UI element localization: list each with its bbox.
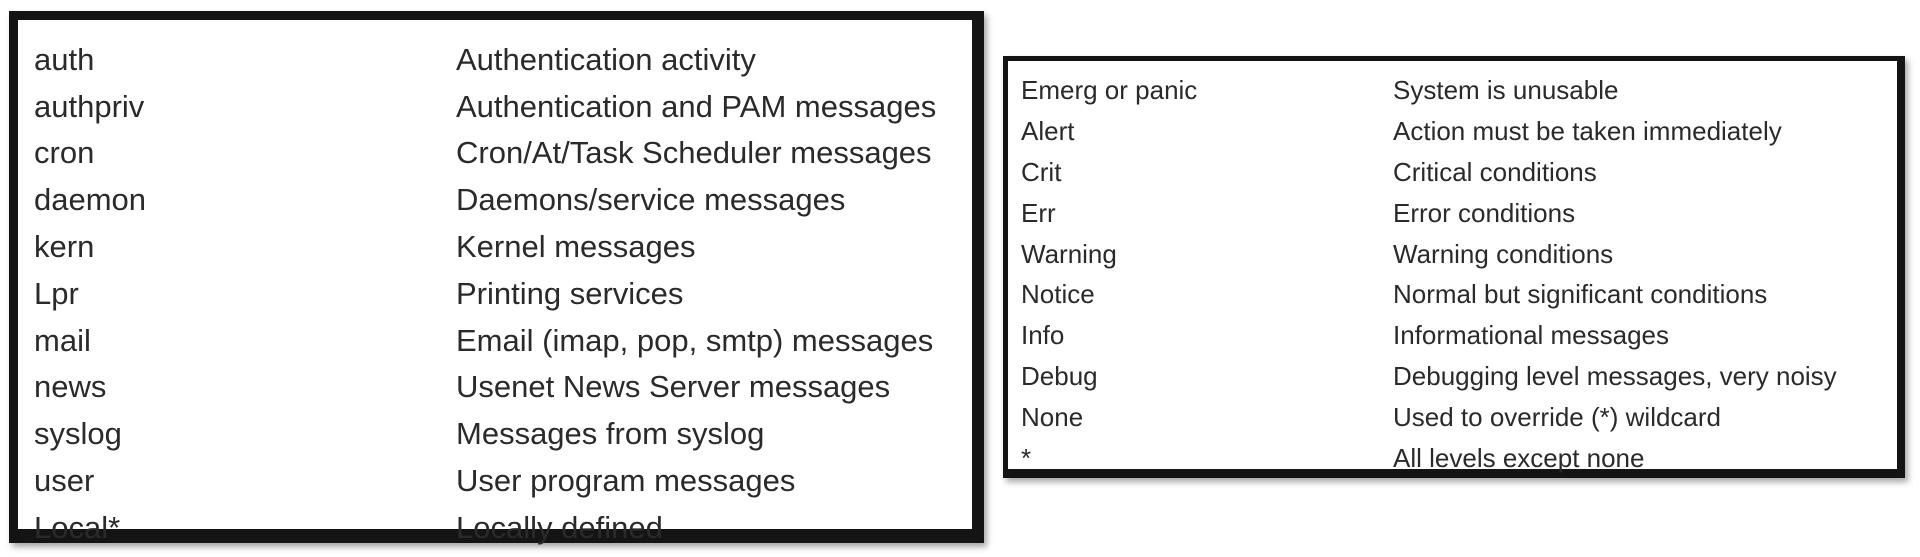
priority-name: *	[1021, 442, 1032, 473]
priority-name: Notice	[1021, 279, 1095, 310]
priority-name: Alert	[1021, 116, 1075, 147]
priorities-table: Emerg or panic System is unusable Alert Ac…	[1003, 56, 1905, 478]
facility-row: Local* Locally defined	[34, 504, 960, 551]
priority-description: Normal but significant conditions	[1393, 279, 1768, 310]
priority-description: Informational messages	[1393, 320, 1670, 351]
priority-row: Err Error conditions	[1021, 192, 1887, 233]
priority-description: Error conditions	[1393, 197, 1576, 228]
facility-row: mail Email (imap, pop, smtp) messages	[34, 317, 960, 364]
priority-name: Crit	[1021, 156, 1062, 187]
facility-description: Kernel messages	[456, 229, 696, 265]
facility-name: syslog	[34, 416, 122, 452]
priority-row: Notice Normal but significant conditions	[1021, 274, 1887, 315]
facility-row: user User program messages	[34, 457, 960, 504]
facility-description: User program messages	[456, 463, 796, 499]
priority-row: Alert Action must be taken immediately	[1021, 111, 1887, 152]
facility-name: daemon	[34, 182, 147, 218]
priority-row: Emerg or panic System is unusable	[1021, 70, 1887, 111]
priority-description: Action must be taken immediately	[1393, 116, 1782, 147]
facility-description: Email (imap, pop, smtp) messages	[456, 322, 934, 358]
facilities-rows: auth Authentication activity authpriv Auth…	[34, 36, 960, 551]
facility-description: Printing services	[456, 275, 684, 311]
facility-description: Locally defined	[456, 509, 663, 545]
facility-description: Cron/At/Task Scheduler messages	[456, 135, 932, 171]
facility-row: syslog Messages from syslog	[34, 410, 960, 457]
facility-name: Local*	[34, 509, 121, 545]
facility-name: auth	[34, 41, 95, 77]
priority-row: Warning Warning conditions	[1021, 233, 1887, 274]
facility-row: auth Authentication activity	[34, 36, 960, 83]
facility-name: authpriv	[34, 88, 145, 124]
facility-name: news	[34, 369, 107, 405]
priority-name: Info	[1021, 320, 1065, 351]
priority-row: * All levels except none	[1021, 437, 1887, 478]
facility-row: cron Cron/At/Task Scheduler messages	[34, 130, 960, 177]
facility-name: cron	[34, 135, 95, 171]
priority-description: System is unusable	[1393, 75, 1619, 106]
facility-description: Usenet News Server messages	[456, 369, 891, 405]
facility-name: Lpr	[34, 275, 79, 311]
priority-row: None Used to override (*) wildcard	[1021, 396, 1887, 437]
facility-name: kern	[34, 229, 95, 265]
priority-row: Debug Debugging level messages, very nois…	[1021, 356, 1887, 397]
facility-description: Authentication and PAM messages	[456, 88, 937, 124]
priority-description: Debugging level messages, very noisy	[1393, 360, 1837, 391]
priority-name: Debug	[1021, 360, 1098, 391]
facility-name: mail	[34, 322, 91, 358]
facility-description: Daemons/service messages	[456, 182, 846, 218]
priority-description: Warning conditions	[1393, 238, 1614, 269]
priority-description: Used to override (*) wildcard	[1393, 401, 1722, 432]
priority-row: Crit Critical conditions	[1021, 152, 1887, 193]
facility-row: daemon Daemons/service messages	[34, 176, 960, 223]
facility-row: news Usenet News Server messages	[34, 364, 960, 411]
priority-name: Warning	[1021, 238, 1117, 269]
priority-description: Critical conditions	[1393, 156, 1597, 187]
facility-description: Authentication activity	[456, 41, 756, 77]
priority-name: Emerg or panic	[1021, 75, 1198, 106]
priority-name: Err	[1021, 197, 1056, 228]
facility-name: user	[34, 463, 95, 499]
priority-description: All levels except none	[1393, 442, 1645, 473]
facility-description: Messages from syslog	[456, 416, 765, 452]
priorities-rows: Emerg or panic System is unusable Alert Ac…	[1021, 70, 1887, 478]
priority-name: None	[1021, 401, 1084, 432]
facility-row: authpriv Authentication and PAM messages	[34, 83, 960, 130]
facility-row: kern Kernel messages	[34, 223, 960, 270]
facilities-table: auth Authentication activity authpriv Auth…	[9, 11, 984, 543]
facility-row: Lpr Printing services	[34, 270, 960, 317]
priority-row: Info Informational messages	[1021, 315, 1887, 356]
